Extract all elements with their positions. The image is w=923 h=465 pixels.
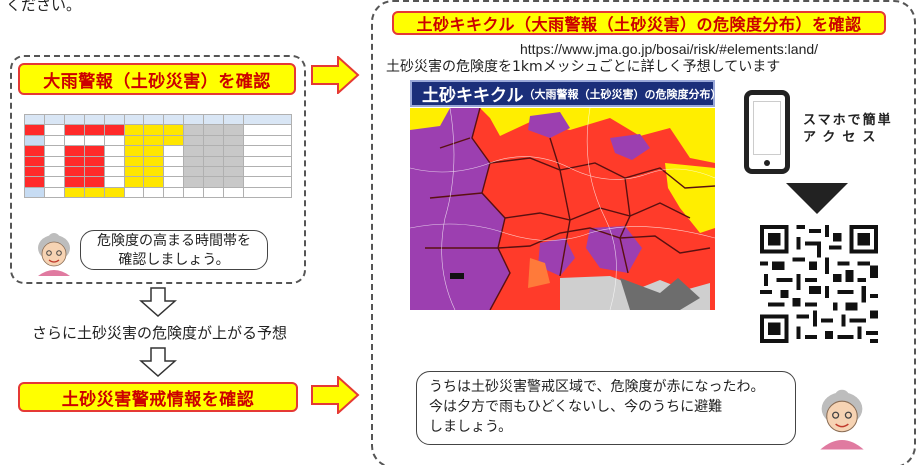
down-arrow-icon bbox=[139, 287, 177, 317]
phone-caption-line2: アクセス bbox=[803, 130, 883, 145]
top-fragment: ください。 bbox=[6, 0, 82, 14]
qr-code-icon[interactable] bbox=[760, 225, 878, 343]
time-window-bubble: 危険度の高まる時間帯を 確認しましょう。 bbox=[80, 230, 268, 270]
evacuation-bubble: うちは土砂災害警戒区域で、危険度が赤になったわ。 今は夕方で雨もひどくないし、今… bbox=[416, 371, 796, 445]
phone-caption: スマホで簡単 アクセス bbox=[803, 112, 903, 146]
grandmother-icon bbox=[38, 233, 70, 276]
right-arrow-icon bbox=[311, 56, 360, 94]
map-title: 土砂キキクル （大雨警報（土砂災害）の危険度分布） bbox=[410, 80, 722, 107]
grandmother-icon bbox=[820, 389, 864, 450]
smartphone-icon bbox=[744, 90, 790, 174]
kikikuru-banner: 土砂キキクル（大雨警報（土砂災害）の危険度分布）を確認 bbox=[392, 11, 886, 35]
map-title-sub: （大雨警報（土砂災害）の危険度分布） bbox=[523, 87, 722, 101]
landslide-alert-banner: 土砂災害警戒情報を確認 bbox=[18, 382, 298, 412]
rising-risk-text: さらに土砂災害の危険度が上がる予想 bbox=[32, 324, 288, 342]
right-arrow-icon bbox=[311, 376, 360, 414]
smartphone-screen bbox=[753, 101, 781, 155]
kikikuru-panel bbox=[371, 0, 916, 465]
kikikuru-url[interactable]: https://www.jma.go.jp/bosai/risk/#elemen… bbox=[520, 41, 819, 57]
warning-timeline-table bbox=[24, 113, 292, 199]
risk-distribution-map[interactable] bbox=[410, 108, 715, 310]
heavy-rain-warning-panel bbox=[10, 55, 306, 284]
mesh-description: 土砂災害の危険度を1kmメッシュごとに詳しく予想しています bbox=[386, 59, 781, 75]
heavy-rain-warning-banner: 大雨警報（土砂災害）を確認 bbox=[18, 63, 296, 95]
map-title-main: 土砂キキクル bbox=[422, 86, 524, 106]
phone-caption-line1: スマホで簡単 bbox=[803, 113, 893, 128]
down-arrow-icon bbox=[139, 347, 177, 377]
smartphone-home-button bbox=[764, 160, 770, 166]
triangle-down-icon bbox=[786, 183, 848, 214]
